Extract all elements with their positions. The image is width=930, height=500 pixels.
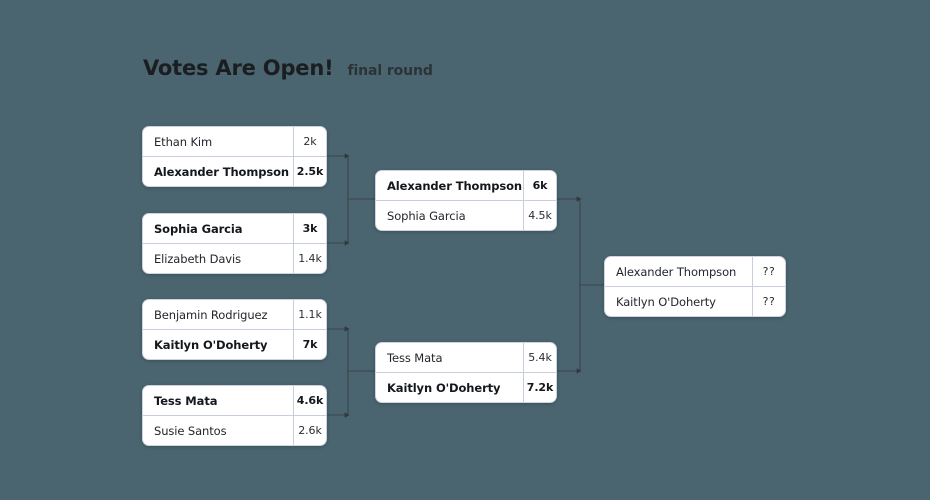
participant-name: Kaitlyn O'Doherty <box>616 294 716 309</box>
match-card[interactable]: Tess Mata 5.4k Kaitlyn O'Doherty 7.2k <box>375 342 557 403</box>
participant-name: Kaitlyn O'Doherty <box>154 337 268 352</box>
round-subtitle: final round <box>347 63 433 79</box>
participant-score: ?? <box>752 287 785 316</box>
participant-score: 4.5k <box>523 201 556 230</box>
participant-name: Alexander Thompson <box>387 178 522 193</box>
match-row[interactable]: Kaitlyn O'Doherty 7.2k <box>376 372 556 402</box>
match-row[interactable]: Elizabeth Davis 1.4k <box>143 243 326 273</box>
match-row[interactable]: Alexander Thompson ?? <box>605 257 785 286</box>
match-row[interactable]: Susie Santos 2.6k <box>143 415 326 445</box>
match-row[interactable]: Kaitlyn O'Doherty ?? <box>605 286 785 316</box>
participant-score: 1.1k <box>293 300 326 329</box>
participant-score: 6k <box>523 171 556 200</box>
participant-name: Kaitlyn O'Doherty <box>387 380 501 395</box>
participant-score: 1.4k <box>293 244 326 273</box>
participant-score: 5.4k <box>523 343 556 372</box>
participant-score: ?? <box>752 257 785 286</box>
match-row[interactable]: Tess Mata 4.6k <box>143 386 326 415</box>
participant-name: Ethan Kim <box>154 134 213 149</box>
match-row[interactable]: Tess Mata 5.4k <box>376 343 556 372</box>
match-card[interactable]: Tess Mata 4.6k Susie Santos 2.6k <box>142 385 327 446</box>
participant-name: Alexander Thompson <box>154 164 289 179</box>
participant-name: Tess Mata <box>387 350 443 365</box>
participant-name: Sophia Garcia <box>387 208 466 223</box>
participant-score: 2.6k <box>293 416 326 445</box>
match-card[interactable]: Alexander Thompson ?? Kaitlyn O'Doherty … <box>604 256 786 317</box>
match-card[interactable]: Ethan Kim 2k Alexander Thompson 2.5k <box>142 126 327 187</box>
participant-score: 4.6k <box>293 386 326 415</box>
match-row[interactable]: Alexander Thompson 2.5k <box>143 156 326 186</box>
participant-score: 7.2k <box>523 373 556 402</box>
participant-score: 2k <box>293 127 326 156</box>
match-row[interactable]: Sophia Garcia 4.5k <box>376 200 556 230</box>
match-card[interactable]: Alexander Thompson 6k Sophia Garcia 4.5k <box>375 170 557 231</box>
participant-score: 7k <box>293 330 326 359</box>
participant-score: 3k <box>293 214 326 243</box>
match-row[interactable]: Alexander Thompson 6k <box>376 171 556 200</box>
participant-name: Benjamin Rodriguez <box>154 307 268 322</box>
match-row[interactable]: Sophia Garcia 3k <box>143 214 326 243</box>
bracket-header: Votes Are Open! final round <box>143 56 433 80</box>
page-title: Votes Are Open! <box>143 56 334 80</box>
match-card[interactable]: Sophia Garcia 3k Elizabeth Davis 1.4k <box>142 213 327 274</box>
participant-name: Sophia Garcia <box>154 221 243 236</box>
match-row[interactable]: Ethan Kim 2k <box>143 127 326 156</box>
participant-name: Tess Mata <box>154 393 218 408</box>
participant-name: Susie Santos <box>154 423 227 438</box>
match-row[interactable]: Kaitlyn O'Doherty 7k <box>143 329 326 359</box>
participant-name: Alexander Thompson <box>616 264 737 279</box>
match-card[interactable]: Benjamin Rodriguez 1.1k Kaitlyn O'Dohert… <box>142 299 327 360</box>
participant-name: Elizabeth Davis <box>154 251 241 266</box>
participant-score: 2.5k <box>293 157 326 186</box>
match-row[interactable]: Benjamin Rodriguez 1.1k <box>143 300 326 329</box>
